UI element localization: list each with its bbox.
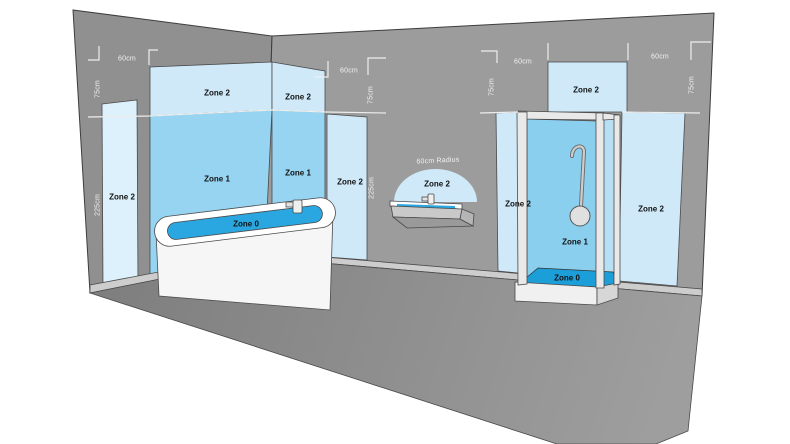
dimension-marks (87, 41, 711, 118)
shower-frame-right (595, 112, 605, 289)
label-zone2-basin: Zone 2 (424, 180, 450, 189)
bathtub (154, 197, 336, 311)
dim-75cm-midwall: 75cm (368, 86, 375, 104)
bracket-60cm-mid-a (315, 61, 329, 78)
dim-60cm-midwall: 60cm (340, 68, 358, 75)
bracket-60cm-shower-a (481, 50, 498, 63)
zone2-panel-above-bath-backwall (271, 61, 326, 113)
dim-75cm-leftofshower: 75cm (489, 78, 496, 96)
dim-75cm-topleft: 75cm (95, 80, 102, 98)
line-225cm-shower (479, 111, 519, 114)
zone2-panel-left-of-shower (495, 111, 519, 274)
label-zone1-bath-leftwall: Zone 1 (204, 175, 230, 184)
bracket-60cm-right-b (690, 41, 711, 60)
label-zone1-shower: Zone 1 (562, 238, 588, 247)
label-zone2-above-bath-leftwall: Zone 2 (204, 89, 230, 98)
label-zone1-bath-backwall: Zone 1 (285, 169, 311, 178)
shower-head-icon (569, 144, 591, 227)
bracket-60cm-left-a (88, 46, 100, 61)
shower-frame-top (517, 110, 604, 121)
shower-tray-base-side (596, 282, 619, 306)
basin-right-side (459, 208, 475, 227)
zone2-panel-right-of-shower (618, 111, 686, 287)
dim-75cm-topright: 75cm (689, 76, 696, 94)
label-zone2-left-of-bath: Zone 2 (109, 193, 135, 202)
dim-225cm-midwall: 225cm (369, 177, 376, 199)
label-zone2-above-shower: Zone 2 (573, 86, 599, 95)
bracket-60cm-left-b (148, 49, 158, 65)
zone2-semicircle-basin (394, 169, 477, 202)
label-zone2-left-of-shower: Zone 2 (505, 200, 531, 209)
bracket-60cm-mid-b (367, 57, 386, 75)
dim-60cm-radius-basin: 60cm Radius (416, 156, 460, 165)
dim-60cm-topright: 60cm (651, 54, 669, 61)
shower-frame-return-far (613, 114, 621, 286)
shower-enclosure (514, 110, 621, 306)
bathtub-water-zone0 (167, 205, 323, 240)
label-zone0-shower-tray: Zone 0 (554, 274, 580, 283)
label-zone2-above-bath-backwall: Zone 2 (285, 93, 311, 102)
line-225cm-right (621, 111, 701, 114)
label-zone2-right-of-bath: Zone 2 (337, 178, 363, 187)
labels: 60cm 75cm 225cm 60cm 75cm 225cm 60cm Rad… (95, 54, 696, 283)
bath-tap-icon (285, 199, 303, 214)
wash-basin (389, 193, 475, 229)
label-zone2-right-of-shower: Zone 2 (638, 205, 664, 214)
line-225cm-left (87, 109, 387, 118)
shower-frame-left (516, 111, 528, 286)
dim-60cm-topleft: 60cm (118, 56, 136, 63)
label-zone0-bath-water: Zone 0 (233, 220, 259, 229)
shower-interior-zone1 (526, 118, 598, 288)
basin-tap-icon (421, 193, 435, 205)
zone2-panel-right-of-bath (326, 113, 368, 261)
dim-60cm-shower: 60cm (514, 59, 532, 66)
dim-225cm-left: 225cm (95, 194, 102, 216)
